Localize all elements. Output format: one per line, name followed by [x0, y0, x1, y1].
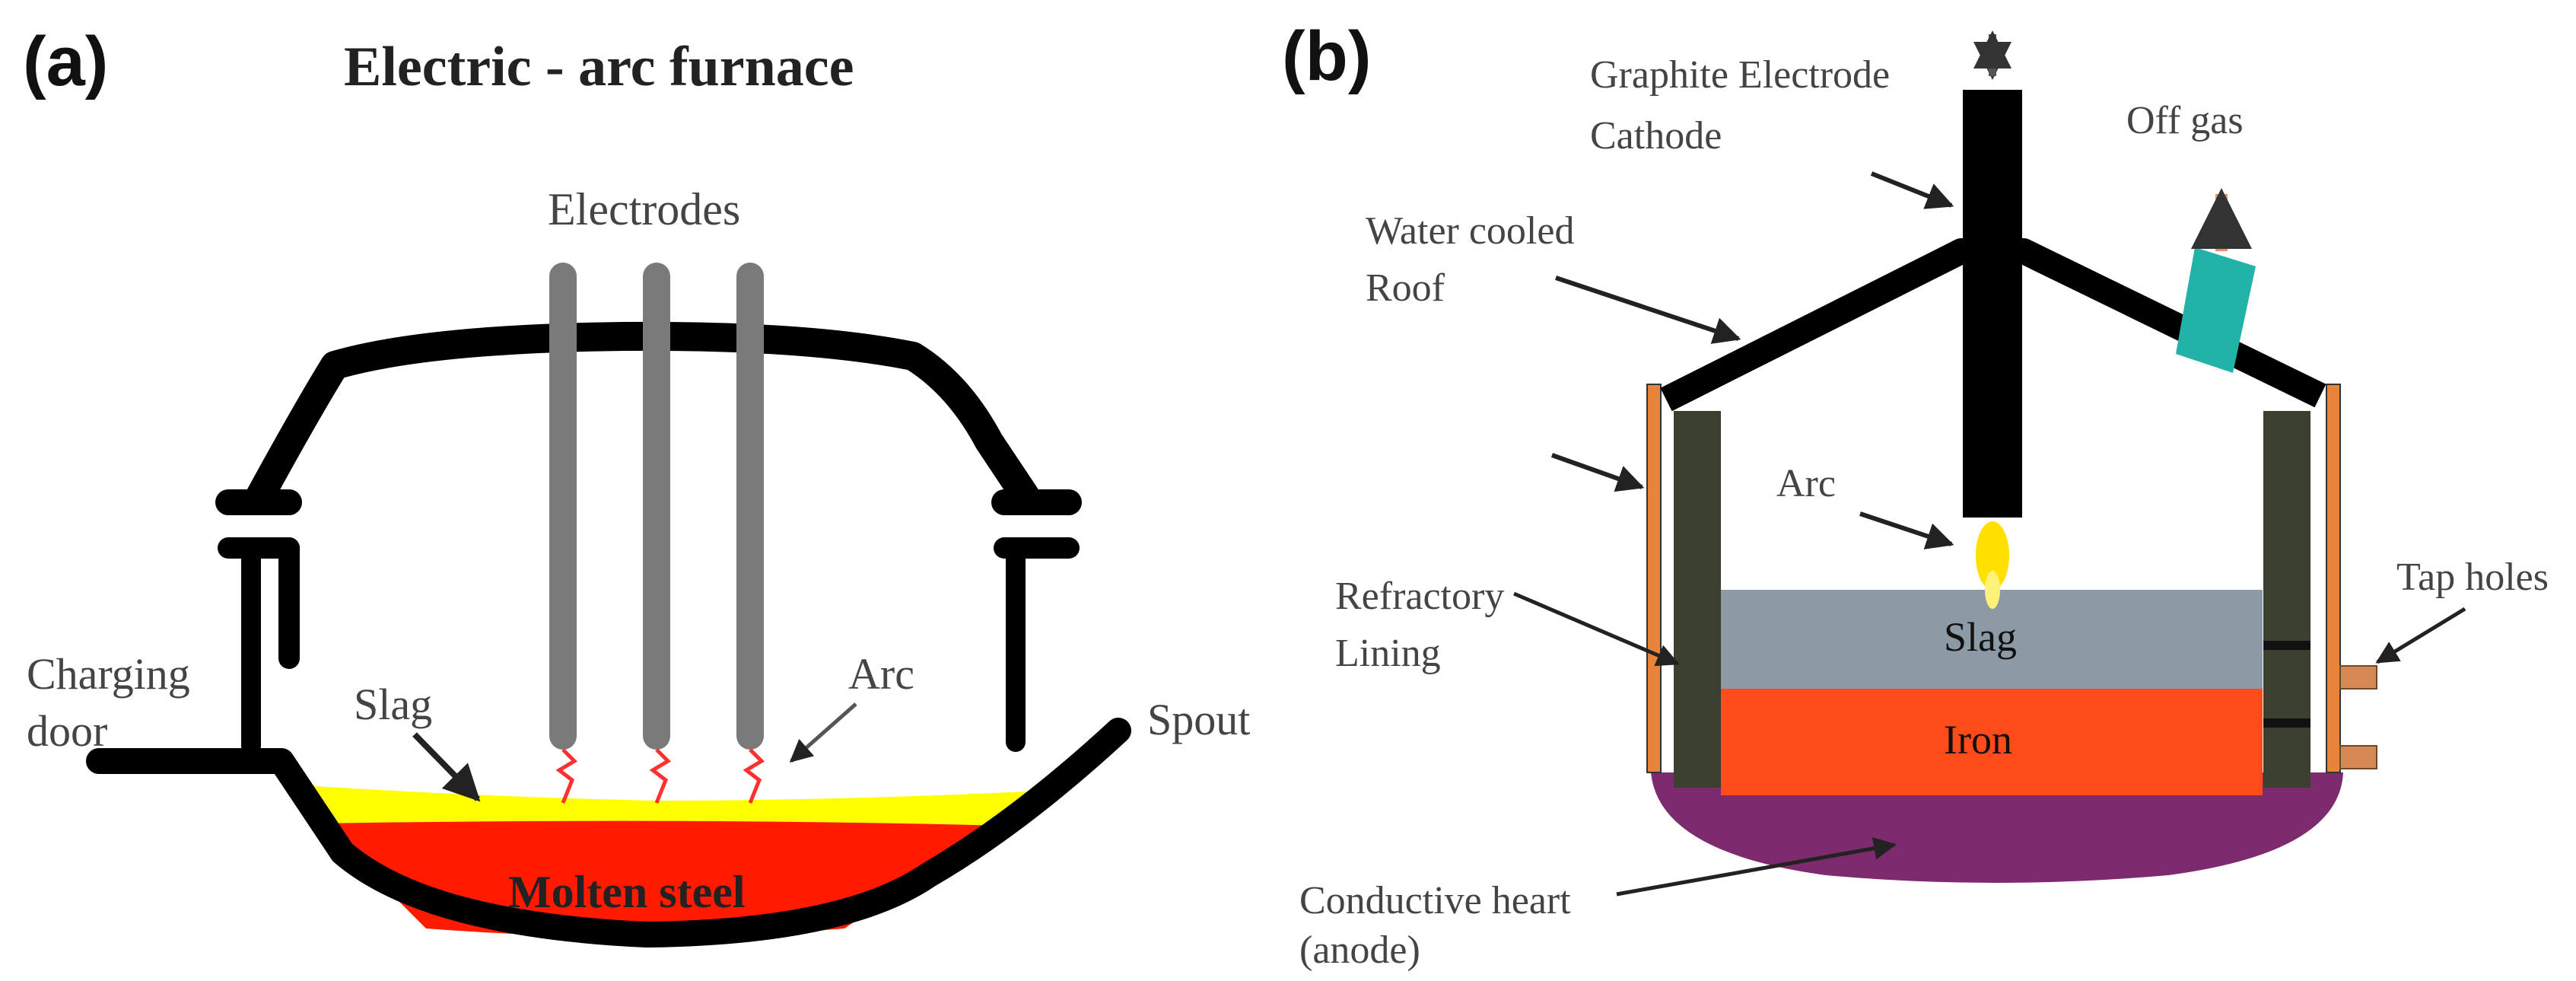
panel-b-label: (b)	[1282, 18, 1371, 95]
electrode-1	[549, 263, 577, 750]
tap-hole-2	[2339, 745, 2377, 769]
graphite-label-2: Cathode	[1590, 114, 1722, 158]
panel-a-label: (a)	[23, 23, 108, 100]
arc-label-a: Arc	[848, 649, 914, 699]
furnace-roof	[244, 321, 1042, 513]
graphite-pointer	[1870, 171, 1954, 209]
electrode-3	[736, 263, 764, 750]
graphite-label-1: Graphite Electrode	[1590, 53, 1890, 97]
arc-3	[743, 748, 765, 804]
roof-pointer	[1555, 276, 1741, 344]
charging-door-label-1: Charging	[27, 649, 190, 699]
panel-a-title: Electric - arc furnace	[344, 36, 854, 98]
offgas-label: Off gas	[2126, 99, 2244, 142]
conductive-hearth	[1651, 772, 2343, 883]
refractory-pointer	[1513, 591, 1680, 667]
tap-holes-label: Tap holes	[2396, 556, 2549, 599]
arc-2	[649, 748, 672, 804]
iron-label: Iron	[1944, 717, 2012, 763]
slag-layer-a	[281, 784, 1027, 826]
roof-label-1: Water cooled	[1366, 209, 1574, 253]
arc-glow	[1976, 521, 2009, 590]
tap-holes-pointer	[2375, 607, 2466, 664]
charging-door-label-2: door	[27, 706, 107, 756]
graphite-electrode	[1963, 90, 2022, 518]
hearth-label-2: (anode)	[1299, 928, 1420, 972]
refractory-label-2: Lining	[1335, 632, 1441, 675]
slag-label-b: Slag	[1944, 614, 2017, 660]
arc-pointer-b	[1859, 511, 1954, 549]
right-lining	[2263, 411, 2310, 788]
right-shell	[2326, 384, 2341, 773]
electrode-2	[643, 263, 670, 750]
molten-steel-label: Molten steel	[508, 867, 746, 917]
panel-b: (b) Graphite Electrode Cathode	[1282, 18, 2549, 972]
hearth-label-1: Conductive heart	[1299, 879, 1571, 922]
spout-label: Spout	[1147, 695, 1250, 744]
left-lining	[1674, 411, 1721, 788]
hearth-pointer	[1616, 836, 1897, 897]
furnace-vessel	[86, 718, 1131, 948]
tap-hole-1	[2339, 665, 2377, 690]
iron-bath	[1721, 689, 2263, 795]
slag-label-a: Slag	[354, 680, 432, 729]
refractory-label-1: Refractory	[1335, 575, 1504, 618]
arc-arrow-a	[789, 702, 857, 763]
panel-a: (a) Electric - arc furnace Electrodes Ch…	[23, 23, 1250, 948]
slag-arrow	[412, 732, 481, 802]
electrodes-label: Electrodes	[548, 184, 740, 234]
left-shell	[1646, 384, 1662, 773]
roof-label-2: Roof	[1366, 266, 1445, 310]
offgas-duct	[2176, 247, 2256, 373]
arc-1	[555, 748, 578, 804]
arc-glow-tip	[1985, 571, 2000, 609]
shell-pointer	[1550, 453, 1645, 492]
arc-label-b: Arc	[1776, 462, 1836, 505]
